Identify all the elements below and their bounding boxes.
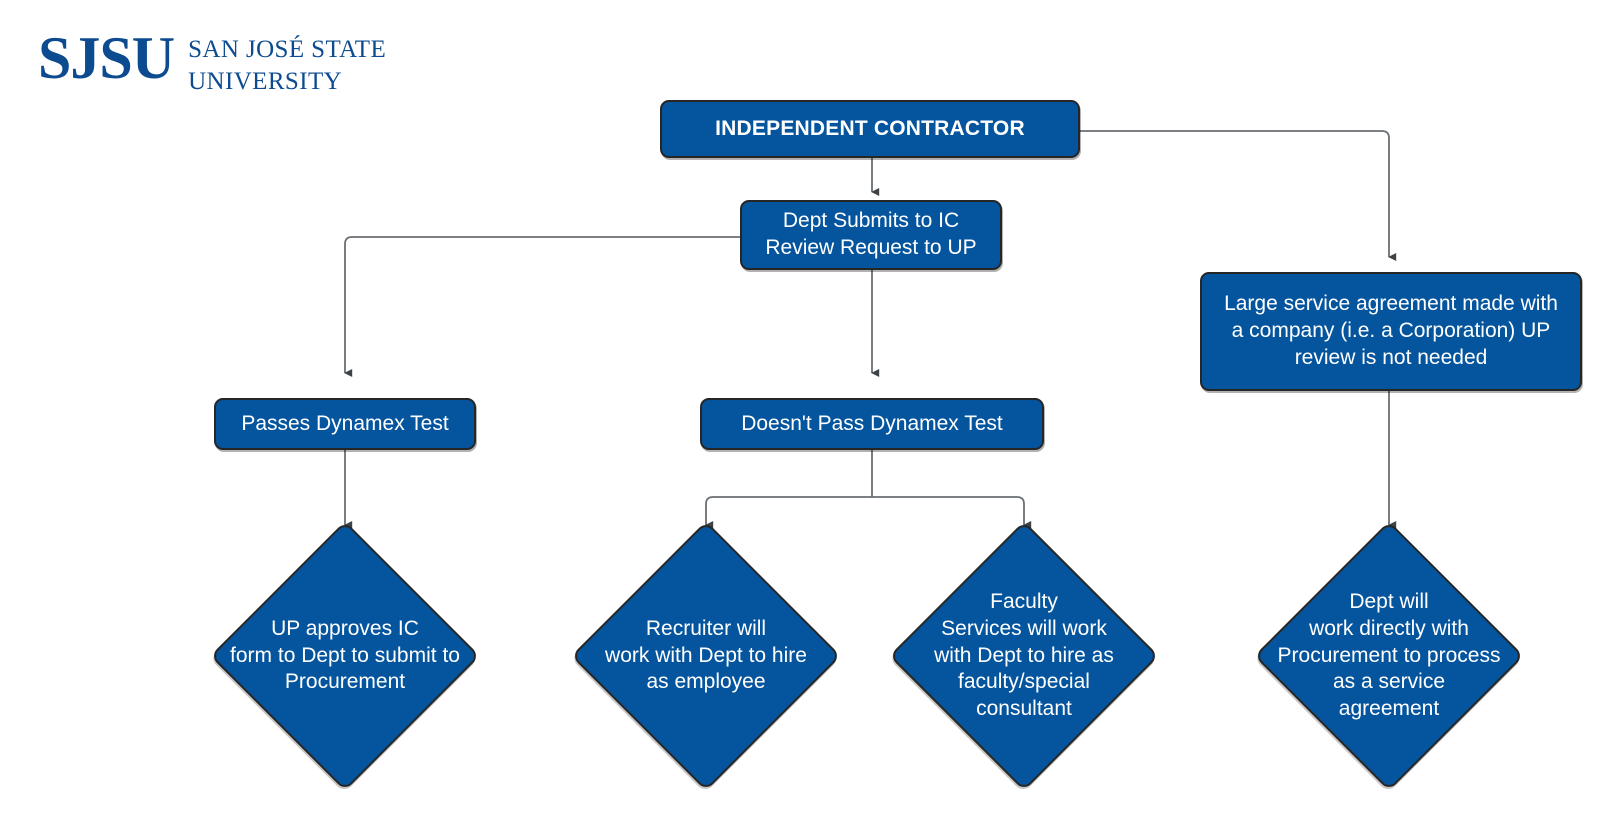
edge-ic-to-large-service — [1080, 130, 1397, 262]
node-up-approves-ic-form[interactable]: UP approves IC form to Dept to submit to… — [200, 520, 490, 792]
node-passes-dynamex-test-label: Passes Dynamex Test — [241, 411, 449, 435]
edge-doesnt-pass-to-faculty — [872, 496, 1032, 530]
node-dept-procurement-service-agreement[interactable]: Dept will work directly with Procurement… — [1244, 520, 1534, 792]
node-independent-contractor-label: INDEPENDENT CONTRACTOR — [715, 116, 1025, 140]
node-recruiter-hire-employee-label: Recruiter will work with Dept to hire as… — [605, 617, 807, 694]
node-doesnt-pass-dynamex-test[interactable]: Doesn't Pass Dynamex Test — [700, 398, 1044, 450]
node-up-approves-ic-form-label: UP approves IC form to Dept to submit to… — [230, 617, 460, 694]
node-independent-contractor[interactable]: INDEPENDENT CONTRACTOR — [660, 100, 1080, 158]
node-faculty-services-label: Faculty Services will work with Dept to … — [934, 590, 1114, 720]
node-dept-submits-label: Dept Submits to IC Review Request to UP — [765, 209, 977, 259]
sjsu-wordmark: SJSU — [38, 25, 175, 91]
edge-doesnt-pass-to-recruiter — [705, 496, 872, 530]
node-large-service-agreement[interactable]: Large service agreement made with a comp… — [1200, 272, 1582, 391]
node-recruiter-hire-employee[interactable]: Recruiter will work with Dept to hire as… — [561, 520, 851, 792]
node-large-service-agreement-label: Large service agreement made with a comp… — [1224, 292, 1558, 369]
node-dept-procurement-service-agreement-label: Dept will work directly with Procurement… — [1277, 590, 1501, 720]
node-dept-submits[interactable]: Dept Submits to IC Review Request to UP — [740, 200, 1002, 270]
sjsu-fullname-line1: SAN JOSÉ STATE — [188, 36, 387, 63]
sjsu-fullname-line2: UNIVERSITY — [188, 68, 343, 95]
node-faculty-services[interactable]: Faculty Services will work with Dept to … — [879, 520, 1169, 792]
sjsu-logo: SJSU SAN JOSÉ STATE UNIVERSITY — [38, 28, 386, 98]
edge-dept-submits-to-passes — [344, 236, 740, 378]
node-doesnt-pass-dynamex-test-label: Doesn't Pass Dynamex Test — [741, 411, 1003, 435]
sjsu-fullname: SAN JOSÉ STATE UNIVERSITY — [188, 34, 386, 98]
node-passes-dynamex-test[interactable]: Passes Dynamex Test — [214, 398, 476, 450]
